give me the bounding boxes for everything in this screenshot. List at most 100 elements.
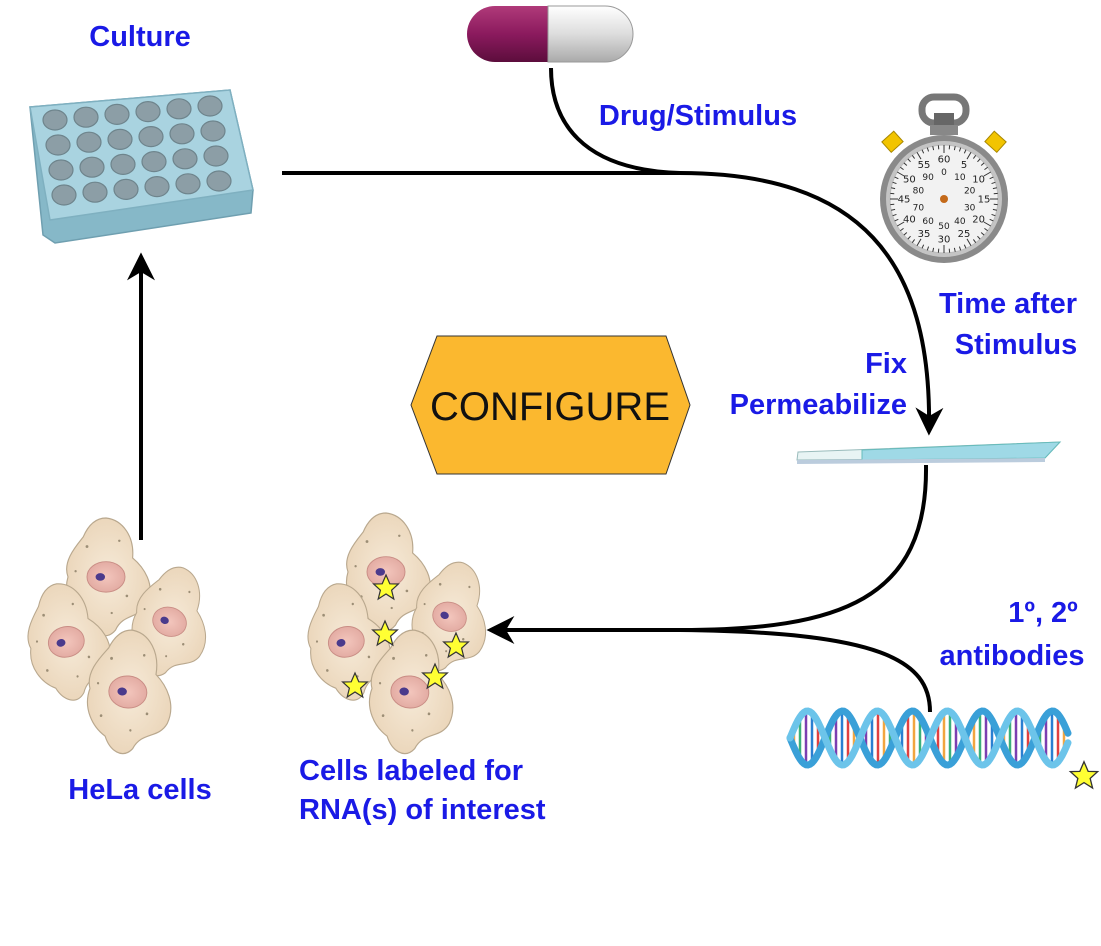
dial-inner-number: 60 [922,217,934,227]
dial-tick [903,232,908,236]
dial-tick [892,213,897,217]
dial-tick [977,158,981,163]
dial-tick [977,235,981,240]
antibodies-label-line1: 1º, 2º [1008,597,1078,629]
dial-outer-number: 15 [978,195,991,206]
dial-inner-number: 0 [941,168,947,178]
time-label-line2: Stimulus [955,329,1077,361]
flow-arrows [127,67,944,713]
dial-tick [932,247,935,252]
well [42,109,68,131]
configure-label: CONFIGURE [430,385,670,429]
dial-tick [894,176,899,180]
dial-tick [984,166,988,171]
dial-tick [972,155,977,159]
dial-tick [891,208,896,211]
dial-outer-number: 40 [903,215,916,226]
labeled-cells-icon [299,512,502,759]
culture-label: Culture [89,21,191,53]
well [166,98,192,120]
permeabilize-label: Permeabilize [730,389,907,421]
well-plate-icon [29,89,254,244]
dial-tick [966,238,972,247]
dial-tick [892,181,897,185]
dial-tick [958,147,962,152]
dial-tick [953,146,956,151]
dial-tick [991,213,996,217]
star-icon [1069,761,1099,789]
well [203,145,229,167]
capsule-icon [467,5,634,63]
dial-tick [972,239,977,243]
dial-tick [992,208,997,211]
dial-tick [989,176,994,180]
dial-tick [900,227,904,232]
dial-outer-number: 20 [972,215,985,226]
slide-to-cells-line [679,464,929,632]
well [79,156,105,178]
dial-outer-number: 25 [958,229,971,240]
dna-strand [786,707,1072,769]
antibodies-label-line2: antibodies [939,640,1084,672]
dial-tick [916,151,922,160]
time-label-line1: Time after [939,288,1077,320]
dial-tick [953,247,956,252]
well [45,134,71,156]
dial-tick [926,246,930,251]
well [135,101,161,123]
stimulus-to-slide-arrow [679,171,944,436]
well [175,173,201,195]
dial-outer-number: 35 [918,229,931,240]
hela-label: HeLa cells [68,774,211,806]
dial-inner-number: 70 [913,203,925,213]
antibody-join-line [679,628,932,713]
dial-inner-number: 10 [954,173,966,183]
dial-inner-number: 30 [964,203,976,213]
dial-tick [911,155,916,159]
dial-tick [984,227,988,232]
dial-tick [907,158,911,163]
dial-tick [980,232,985,236]
dna-helix-icon [786,707,1072,769]
dial-tick [963,244,967,249]
drug-label: Drug/Stimulus [599,100,797,132]
well [138,125,164,148]
dial-tick [983,221,992,227]
well [113,178,139,201]
well [206,170,232,192]
well [107,128,133,151]
well [141,150,167,173]
well [144,175,170,198]
well [73,106,99,128]
dial-tick [900,166,904,171]
fix-label: Fix [865,348,907,380]
dial-tick [896,171,905,177]
dial-tick [921,244,925,249]
dial-tick [907,235,911,240]
dial-inner-number: 50 [938,222,950,232]
dial-tick [963,149,967,154]
dial-tick [958,246,962,251]
dial-inner-number: 40 [954,217,966,227]
dial-tick [894,218,899,222]
dial-outer-number: 5 [961,160,967,171]
dial-tick [980,162,985,166]
labeled-label-line1: Cells labeled for [299,755,523,787]
well [172,148,198,170]
well [197,95,223,117]
dial-outer-number: 55 [918,160,931,171]
dial-outer-number: 10 [972,175,985,186]
dial-tick [991,181,996,185]
dial-outer-number: 50 [903,175,916,186]
configure-button[interactable]: CONFIGURE [410,335,691,475]
dial-tick [983,171,992,177]
well [82,181,108,203]
dial-tick [926,147,930,152]
well [169,123,195,145]
dial-inner-number: 90 [922,173,934,183]
labeled-label-line2: RNA(s) of interest [299,794,546,826]
well [104,103,130,125]
dial-tick [921,149,925,154]
